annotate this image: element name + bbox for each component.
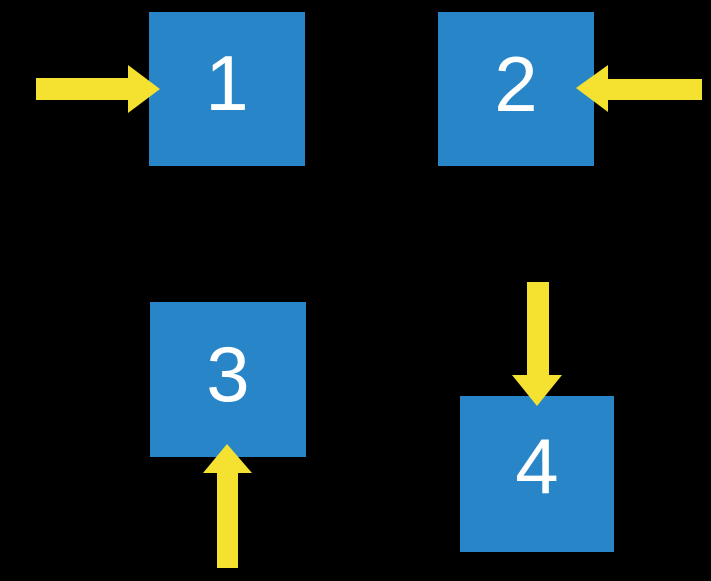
square-4-label: 4 (515, 422, 558, 510)
arrow-up-icon (203, 444, 252, 568)
square-4 (460, 396, 614, 552)
square-1-label: 1 (205, 39, 248, 127)
square-2-label: 2 (494, 40, 537, 128)
square-3-label: 3 (206, 330, 249, 418)
square-3 (150, 302, 306, 457)
square-2 (438, 12, 594, 166)
arrow-left-icon (576, 65, 702, 112)
square-1 (149, 12, 305, 166)
arrow-down-icon (512, 282, 562, 406)
arrow-right-icon (36, 65, 160, 113)
